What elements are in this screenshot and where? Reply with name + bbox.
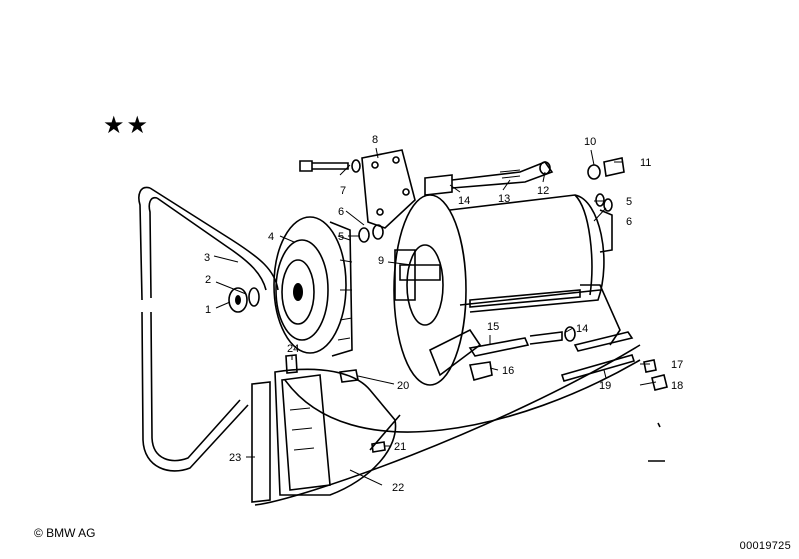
- adjusting-link: [468, 326, 576, 357]
- rating-stars: ★★: [103, 111, 151, 139]
- callout-9: 9: [378, 255, 384, 267]
- mounting-plate: [361, 149, 416, 229]
- callout-11: 11: [640, 157, 651, 169]
- screws: [285, 354, 386, 453]
- nuts-17-18: [643, 359, 668, 391]
- callout-6-left: 6: [338, 206, 344, 218]
- callout-22: 22: [392, 482, 404, 494]
- callout-1: 1: [205, 304, 211, 316]
- callout-12: 12: [537, 185, 549, 197]
- callout-20: 20: [397, 380, 409, 392]
- callout-3: 3: [204, 252, 210, 264]
- callout-21: 21: [394, 441, 406, 453]
- gasket: [251, 381, 271, 503]
- diagram-id: 00019725: [739, 540, 791, 552]
- callout-18: 18: [671, 380, 683, 392]
- callout-5-left: 5: [338, 231, 344, 243]
- mark-small: [657, 422, 661, 428]
- bolt: [299, 159, 361, 173]
- callout-7: 7: [340, 185, 346, 197]
- callout-13: 13: [498, 193, 510, 205]
- nut-washer: [228, 287, 260, 313]
- callout-17: 17: [671, 359, 683, 371]
- bracket-16: [468, 361, 493, 381]
- v-belt: [138, 186, 279, 472]
- callout-10: 10: [584, 136, 596, 148]
- callout-14-top: 14: [458, 195, 470, 207]
- callout-5-right: 5: [626, 196, 632, 208]
- washers-right: [595, 193, 613, 212]
- copyright: © BMW AG: [34, 526, 96, 540]
- callout-24: 24: [287, 343, 299, 355]
- tension-bar: [424, 161, 554, 196]
- generator-body: [393, 194, 621, 386]
- callout-19: 19: [599, 380, 611, 392]
- callout-8: 8: [372, 134, 378, 146]
- callout-4: 4: [268, 231, 274, 243]
- callout-14-bottom: 14: [576, 323, 588, 335]
- callout-6-right: 6: [626, 216, 632, 228]
- leader-lines: [213, 147, 657, 486]
- callout-15: 15: [487, 321, 499, 333]
- rod: [560, 331, 636, 382]
- callout-23: 23: [229, 452, 241, 464]
- washers-left: [358, 224, 384, 243]
- regulator-housing: [254, 344, 641, 506]
- callout-2: 2: [205, 274, 211, 286]
- callout-16: 16: [502, 365, 514, 377]
- pulley-fan: [273, 216, 353, 357]
